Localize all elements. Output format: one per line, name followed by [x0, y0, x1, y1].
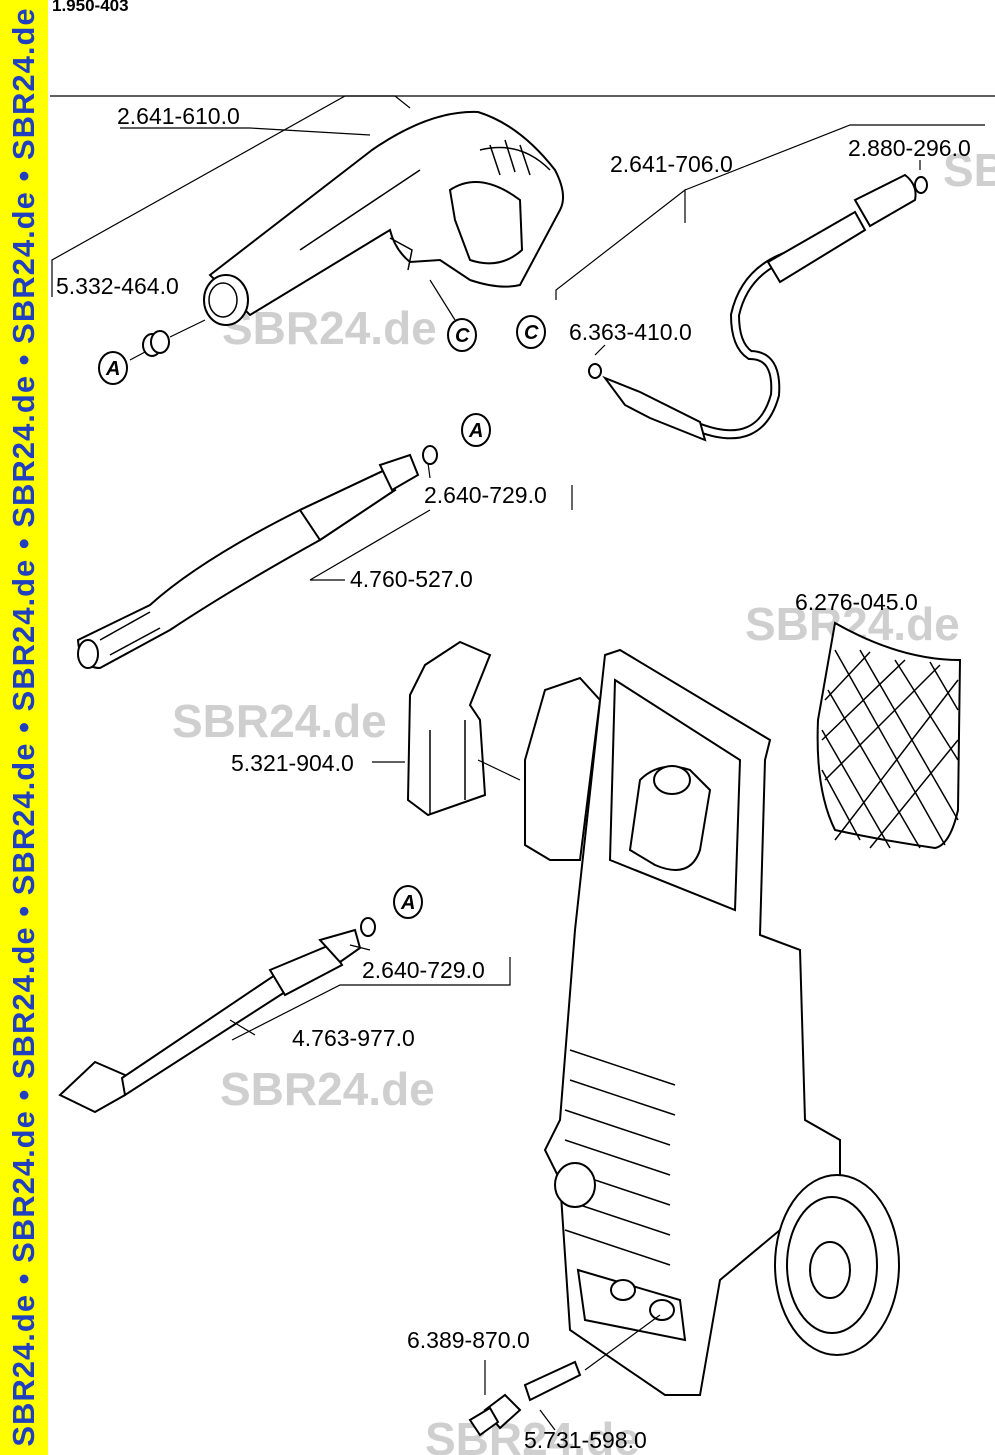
- label-hose: 2.641-706.0: [610, 151, 733, 177]
- dirt-blaster-lance-drawing: [58, 917, 376, 1114]
- connection-marker-a: A: [393, 885, 423, 919]
- label-nozzle-adapter: 2.640-729.0: [424, 482, 547, 508]
- vario-lance-drawing: [76, 445, 438, 670]
- watermark: SBR24.de: [943, 144, 995, 196]
- label-nozzle-adapter: 2.640-729.0: [362, 957, 485, 983]
- watermark: SBR24.de: [172, 695, 387, 747]
- label-inlet-filter: 5.731-598.0: [524, 1427, 647, 1453]
- svg-text:A: A: [105, 358, 120, 380]
- spray-gun-drawing: [203, 110, 565, 326]
- label-inlet-coupling: 6.389-870.0: [407, 1327, 530, 1353]
- inlet-parts-drawing: [468, 1314, 661, 1437]
- svg-text:A: A: [400, 892, 415, 914]
- connection-marker-a: A: [98, 351, 128, 385]
- label-dirt-blaster-lance: 4.763-977.0: [292, 1025, 415, 1051]
- label-vario-lance: 4.760-527.0: [350, 566, 473, 592]
- watermark: SBR24.de: [220, 1063, 435, 1115]
- watermark: SBR24.de: [425, 1413, 640, 1455]
- sidebar-banner: SBR24.de • SBR24.de • SBR24.de • SBR24.d…: [0, 0, 48, 1455]
- pressure-washer-drawing: [543, 648, 900, 1396]
- connection-marker-c: C: [447, 318, 477, 352]
- oring-drawing: [129, 319, 206, 361]
- label-gun-oring: 5.332-464.0: [56, 273, 179, 299]
- connection-marker-a: A: [461, 413, 491, 447]
- svg-text:A: A: [468, 420, 483, 442]
- document-number: 1.950-403: [52, 0, 129, 15]
- label-hose-end-fitting: 2.880-296.0: [848, 135, 971, 161]
- label-spray-gun: 2.641-610.0: [117, 103, 240, 129]
- holder-drawing: [406, 640, 602, 861]
- label-hose-oring: 6.363-410.0: [569, 319, 692, 345]
- bag-drawing: [816, 621, 962, 850]
- hose-drawing: [588, 173, 928, 442]
- connection-marker-c: C: [516, 315, 546, 349]
- label-holder: 5.321-904.0: [231, 750, 354, 776]
- svg-text:C: C: [524, 322, 539, 344]
- leader-lines: [51, 95, 985, 1431]
- svg-text:C: C: [455, 325, 470, 347]
- label-bag: 6.276-045.0: [795, 589, 918, 615]
